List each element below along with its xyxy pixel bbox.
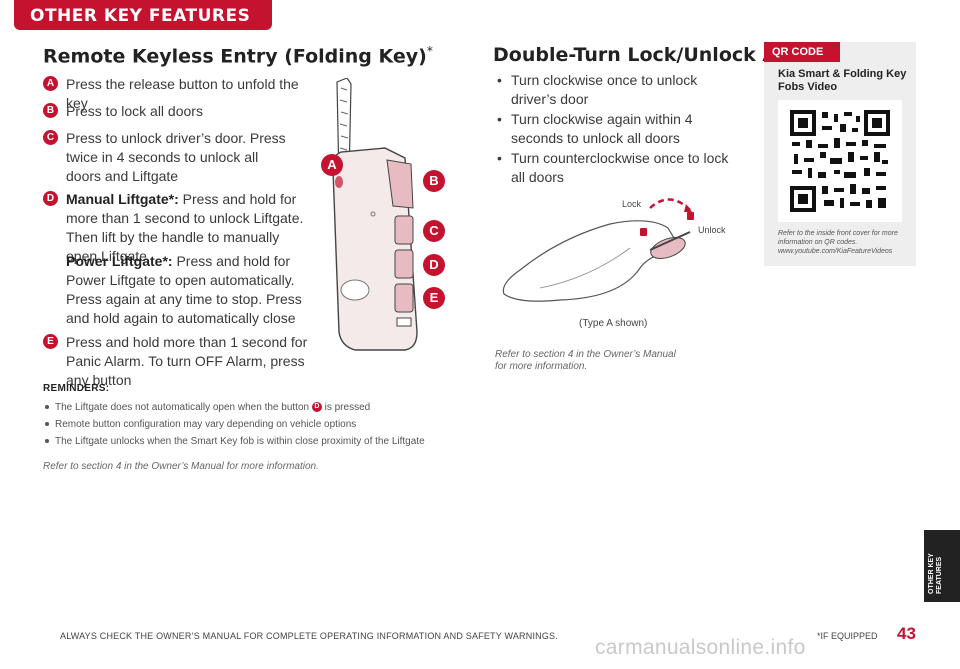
badge-a: A bbox=[43, 76, 58, 91]
item-text: Press the release button to unfold the k… bbox=[66, 76, 299, 111]
badge-d-mini: D bbox=[311, 402, 322, 413]
side-tab-label: OTHER KEY FEATURES bbox=[928, 553, 943, 594]
list-item: D Manual Liftgate*: Press and hold for m… bbox=[43, 190, 313, 266]
item-text-wrap: Manual Liftgate*: Press and hold for mor… bbox=[43, 190, 313, 266]
bullet-item: Turn clockwise once to unlock driver’s d… bbox=[497, 71, 742, 109]
reminders-title: REMINDERS: bbox=[43, 383, 110, 394]
qr-code-graphic bbox=[790, 110, 890, 212]
callout-b: B bbox=[423, 170, 445, 192]
refer-line-2: for more information. bbox=[495, 361, 588, 372]
reminder-item: Remote button configuration may vary dep… bbox=[45, 419, 356, 430]
bullet-item: Turn clockwise again within 4 seconds to… bbox=[497, 110, 742, 148]
list-item: A Press the release button to unfold the… bbox=[43, 75, 313, 113]
item-text: Press and hold for more than 1 second to… bbox=[66, 191, 304, 264]
type-label: (Type A shown) bbox=[579, 318, 648, 329]
reminder-text: Remote button configuration may vary dep… bbox=[55, 419, 357, 430]
refer-note-left: Refer to section 4 in the Owner’s Manual… bbox=[43, 461, 319, 472]
item-text: Press to unlock driver’s door. Press twi… bbox=[66, 130, 286, 184]
qr-note: Refer to the inside front cover for more… bbox=[778, 230, 898, 255]
qr-code[interactable] bbox=[778, 100, 902, 222]
if-equipped-note: *IF EQUIPPED bbox=[817, 631, 878, 641]
badge-d: D bbox=[43, 191, 58, 206]
lock-label: Lock bbox=[622, 199, 642, 209]
bullet-dot bbox=[45, 439, 49, 444]
manual-liftgate-label: Manual Liftgate*: bbox=[66, 191, 179, 207]
qr-tab: QR CODE bbox=[764, 42, 840, 62]
unlock-label: Unlock bbox=[698, 225, 726, 235]
list-item: B Press to lock all doors bbox=[43, 102, 313, 121]
badge-b: B bbox=[43, 103, 58, 118]
callout-c: C bbox=[423, 220, 445, 242]
bullet-dot bbox=[45, 422, 49, 427]
callout-e: E bbox=[423, 287, 445, 309]
item-text: Press and hold more than 1 second for Pa… bbox=[66, 334, 308, 388]
reminder-text: The Liftgate unlocks when the Smart Key … bbox=[55, 436, 425, 447]
callout-a: A bbox=[321, 154, 343, 176]
list-item: E Press and hold more than 1 second for … bbox=[43, 333, 313, 390]
page-number: 43 bbox=[897, 624, 916, 643]
remote-keyless-title-text: Remote Keyless Entry (Folding Key) bbox=[43, 45, 427, 68]
section-header-tab: OTHER KEY FEATURES bbox=[14, 0, 272, 30]
reminder-text: The Liftgate does not automatically open… bbox=[55, 402, 312, 413]
key-fob-illustration bbox=[331, 78, 418, 351]
refer-line-1: Refer to section 4 in the Owner’s Manual bbox=[495, 349, 676, 360]
refer-note-right: Refer to section 4 in the Owner’s Manual… bbox=[495, 349, 676, 373]
power-liftgate-label: Power Liftgate*: bbox=[66, 253, 173, 269]
item-text: Press and hold for Power Liftgate to ope… bbox=[66, 253, 302, 326]
watermark: carmanualsonline.info bbox=[595, 636, 806, 659]
remote-keyless-title: Remote Keyless Entry (Folding Key)* bbox=[43, 44, 433, 67]
list-item: C Press to unlock driver’s door. Press t… bbox=[43, 129, 293, 186]
reminder-item: The Liftgate does not automatically open… bbox=[45, 402, 370, 413]
door-handle-illustration bbox=[502, 198, 694, 302]
qr-title: Kia Smart & Folding Key Fobs Video bbox=[778, 68, 907, 93]
if-equipped-mark: * bbox=[426, 44, 433, 58]
item-text-wrap: Power Liftgate*: Press and hold for Powe… bbox=[43, 252, 313, 328]
item-text: Press to lock all doors bbox=[66, 103, 203, 119]
bullet-item: Turn counterclockwise once to lock all d… bbox=[497, 149, 742, 187]
badge-c: C bbox=[43, 130, 58, 145]
reminder-item: The Liftgate unlocks when the Smart Key … bbox=[45, 436, 425, 447]
list-item: Power Liftgate*: Press and hold for Powe… bbox=[43, 252, 313, 328]
reminder-text-after: is pressed bbox=[321, 402, 371, 413]
bullet-dot bbox=[45, 405, 49, 410]
callout-d: D bbox=[423, 254, 445, 276]
double-turn-title: Double-Turn Lock/Unlock All bbox=[493, 44, 791, 66]
side-section-tab[interactable]: OTHER KEY FEATURES bbox=[924, 530, 960, 602]
badge-e: E bbox=[43, 334, 58, 349]
footer-disclaimer: ALWAYS CHECK THE OWNER’S MANUAL FOR COMP… bbox=[60, 631, 558, 641]
